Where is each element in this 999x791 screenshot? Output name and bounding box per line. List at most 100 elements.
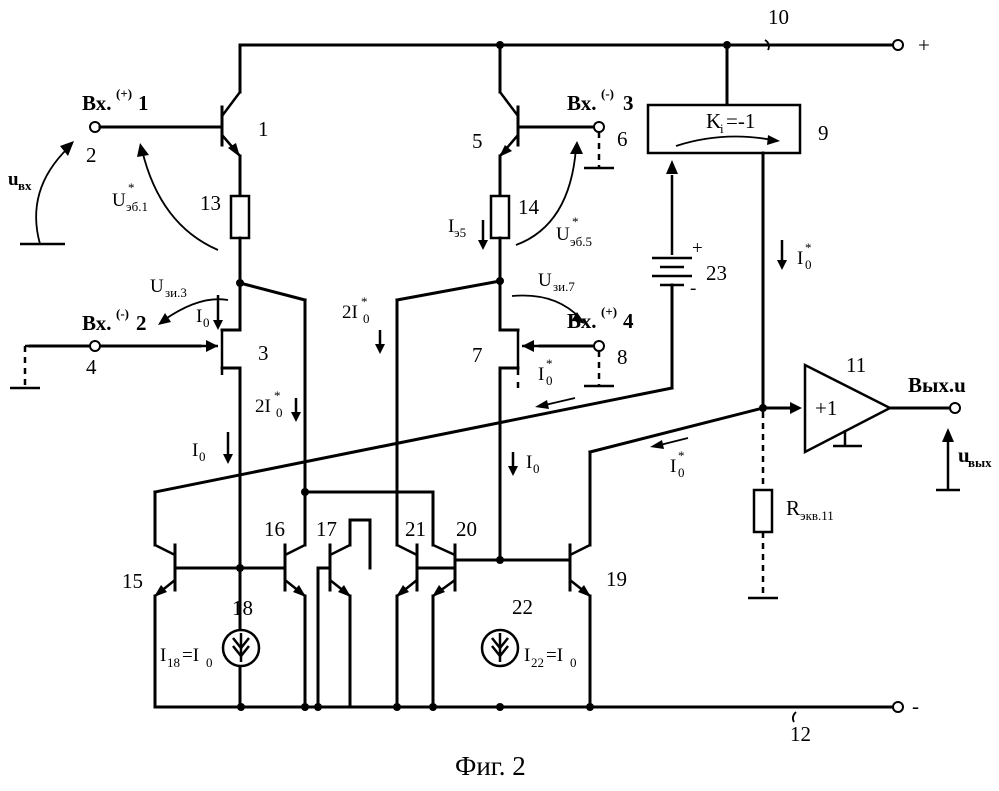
transistor-17-number: 17	[316, 517, 337, 541]
svg-text:зи.7: зи.7	[553, 279, 575, 294]
i0-label-3: I	[526, 452, 532, 473]
battery-plus: +	[692, 238, 703, 259]
bus-12-label: 12	[790, 722, 811, 746]
plus-sign: +	[918, 33, 930, 57]
svg-text:0: 0	[199, 449, 206, 464]
transistor-19-number: 19	[606, 567, 627, 591]
svg-text:18: 18	[167, 655, 180, 670]
input-voltage-annotation: u вх	[8, 141, 74, 244]
i0-label-2: I	[192, 440, 198, 461]
svg-text:*: *	[805, 240, 812, 255]
i0-star-annotation-out: I * 0	[650, 438, 688, 480]
i0-star-label-out: I	[670, 456, 676, 477]
ueb5-label: U	[556, 224, 570, 245]
svg-text:22: 22	[531, 655, 544, 670]
mirror-9-number: 9	[818, 121, 829, 145]
r-eq-label: R	[786, 496, 800, 520]
current-source-22-number: 22	[512, 595, 533, 619]
mirror-gain-k: K	[706, 109, 721, 133]
transistor-16-number: 16	[264, 517, 285, 541]
buffer-11: +1 11 Вых.u u вых	[763, 353, 992, 490]
svg-text:эб.5: эб.5	[570, 234, 592, 249]
transistor-3-number: 3	[258, 341, 269, 365]
svg-text:3: 3	[623, 91, 634, 115]
svg-text:0: 0	[276, 405, 283, 420]
positive-terminal[interactable]	[893, 40, 903, 50]
buffer-gain: +1	[815, 396, 837, 420]
svg-text:0: 0	[570, 655, 577, 670]
svg-text:*: *	[572, 214, 579, 229]
output-terminal[interactable]	[950, 403, 960, 413]
svg-text:0: 0	[533, 461, 540, 476]
svg-text:*: *	[361, 294, 368, 309]
two-i0-label-left: 2I	[255, 396, 271, 417]
svg-text:(-): (-)	[601, 86, 614, 101]
svg-text:i: i	[720, 121, 724, 136]
svg-text:вх: вх	[18, 178, 32, 193]
terminal-4-label: 4	[86, 355, 97, 379]
battery-minus: -	[690, 278, 696, 299]
i18-label: I	[160, 645, 166, 666]
i0-star-label-7: I	[538, 364, 544, 385]
svg-text:0: 0	[546, 373, 553, 388]
input-3-label: Вх.	[567, 91, 596, 115]
input-1: Вх. (+) 1 2	[82, 86, 222, 167]
figure-caption: Фиг. 2	[455, 751, 526, 781]
uzi3-annotation: U зи.3	[150, 276, 228, 325]
uzi7-label: U	[538, 270, 552, 291]
svg-text:вых: вых	[968, 455, 992, 470]
input-2-terminal[interactable]	[90, 341, 100, 351]
svg-text:*: *	[274, 388, 281, 403]
buffer-11-number: 11	[846, 353, 866, 377]
svg-text:эб.1: эб.1	[126, 199, 148, 214]
current-source-18: 18 I 18 =I 0	[160, 596, 259, 670]
transistor-17: 17	[314, 517, 370, 711]
terminal-2-label: 2	[86, 143, 97, 167]
transistor-15-number: 15	[122, 569, 143, 593]
i0-star-annotation-7: I * 0	[518, 356, 553, 388]
i22-label: I	[524, 645, 530, 666]
svg-text:э5: э5	[454, 225, 466, 240]
svg-text:(+): (+)	[116, 86, 132, 101]
svg-text:*: *	[128, 180, 135, 195]
negative-rail: - 12	[155, 694, 919, 746]
i0-annotation-3: I 0	[508, 452, 540, 476]
transistor-1-number: 1	[258, 117, 269, 141]
i0-label-1: I	[196, 306, 202, 327]
svg-text:*: *	[546, 356, 553, 371]
svg-text:=I: =I	[182, 645, 199, 666]
svg-text:*: *	[678, 448, 685, 463]
transistor-1: 1	[222, 45, 269, 196]
mirror-gain-value: =-1	[726, 109, 755, 133]
transistor-20-number: 20	[456, 517, 477, 541]
ie5-annotation: I э5	[448, 216, 488, 250]
current-source-22: 22 I 22 =I 0	[482, 595, 577, 670]
uzi3-label: U	[150, 276, 164, 297]
resistor-13-number: 13	[200, 191, 221, 215]
transistor-19: 19	[500, 545, 627, 711]
i0-star-annotation-mirror: I * 0	[777, 240, 812, 272]
input-4-terminal[interactable]	[594, 341, 604, 351]
ueb1-label: U	[112, 190, 126, 211]
transistor-5: 5	[472, 45, 594, 196]
transistor-15: 15	[122, 492, 244, 707]
svg-text:0: 0	[363, 311, 370, 326]
current-mirror-9: K i =-1 9	[648, 45, 829, 412]
i0-star-label-mirror: I	[797, 248, 803, 269]
resistor-14: 14	[491, 195, 540, 285]
output-label: Вых.u	[908, 373, 966, 397]
svg-text:4: 4	[623, 309, 634, 333]
svg-text:1: 1	[138, 91, 149, 115]
svg-text:(+): (+)	[601, 304, 617, 319]
wire-r14-to-21	[397, 281, 500, 545]
negative-terminal[interactable]	[893, 702, 903, 712]
terminal-8-label: 8	[617, 345, 628, 369]
input-3-terminal[interactable]	[594, 122, 604, 132]
transistor-5-number: 5	[472, 129, 483, 153]
two-i0-annotation-right: 2I * 0	[342, 294, 385, 354]
svg-text:зи.3: зи.3	[165, 285, 187, 300]
bus-10-label: 10	[768, 5, 789, 29]
svg-text:2: 2	[136, 311, 147, 335]
transistor-21: 21	[370, 517, 455, 707]
